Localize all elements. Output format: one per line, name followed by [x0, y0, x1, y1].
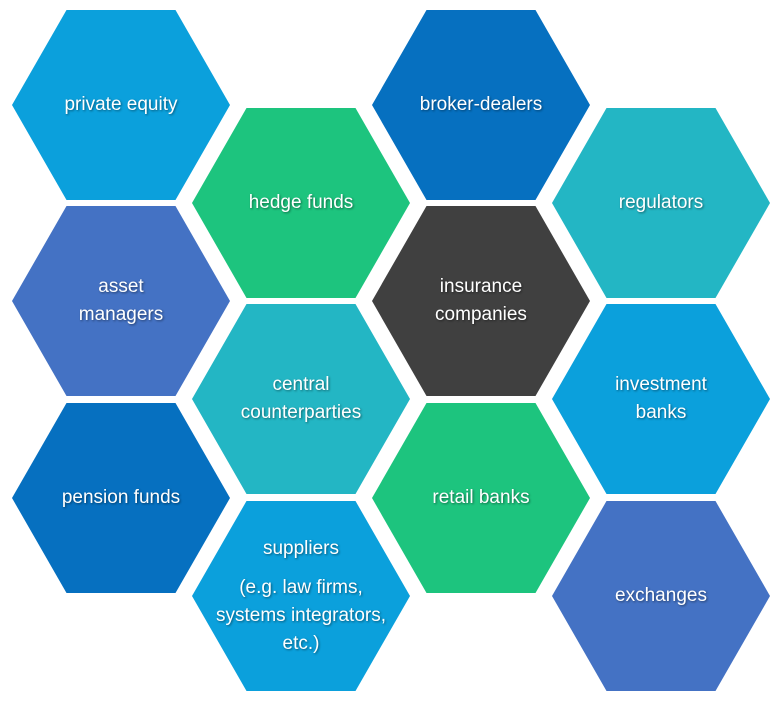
hex-label-line: managers: [78, 304, 164, 325]
hex-label-line: retail banks: [432, 487, 530, 509]
hex-pension-funds: pension funds: [12, 403, 230, 593]
hex-insurance-companies: insurance companies: [372, 206, 590, 396]
hex-label-line: investment: [615, 374, 707, 396]
hex-private-equity: private equity: [12, 10, 230, 200]
hex-label-line: regulators: [618, 192, 704, 214]
hex-label-line: etc.): [282, 632, 320, 654]
hex-label-line: asset: [98, 276, 144, 298]
hex-investment-banks: investment banks: [552, 304, 770, 494]
hex-label-line: systems integrators,: [216, 605, 386, 626]
hex-central-counterparties: central counterparties: [192, 304, 410, 494]
hex-label-line: suppliers: [262, 537, 340, 559]
hex-suppliers: suppliers (e.g. law firms, systems integra…: [192, 501, 410, 691]
hex-hedge-funds: hedge funds: [192, 108, 410, 298]
hex-regulators: regulators: [552, 108, 770, 298]
hex-label-line: central: [272, 374, 330, 396]
hex-label-line: banks: [635, 402, 687, 423]
hex-label-line: hedge funds: [248, 192, 354, 214]
hex-label-line: private equity: [64, 94, 178, 116]
hex-label-line: counterparties: [240, 402, 362, 423]
hex-label-line: exchanges: [615, 585, 707, 607]
hex-asset-managers: asset managers: [12, 206, 230, 396]
hex-retail-banks: retail banks: [372, 403, 590, 593]
hex-broker-dealers: broker-dealers: [372, 10, 590, 200]
hex-label-line: insurance: [439, 276, 523, 298]
hex-label-line: (e.g. law firms,: [239, 577, 363, 599]
hex-label-line: broker-dealers: [419, 94, 543, 116]
hex-exchanges: exchanges: [552, 501, 770, 691]
hex-label-line: pension funds: [61, 487, 181, 509]
hex-label-line: companies: [435, 304, 527, 325]
